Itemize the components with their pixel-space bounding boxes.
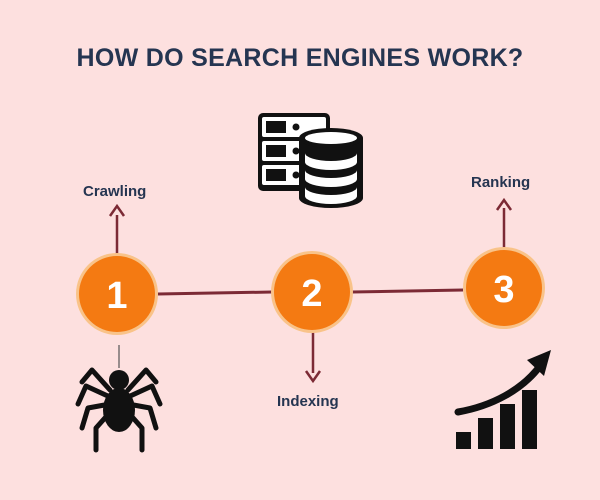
step-3-number: 3 (493, 269, 514, 311)
arrow-indexing-head (304, 370, 322, 384)
arrow-ranking-head (495, 197, 513, 211)
step-1-circle: 1 (76, 253, 158, 335)
step-1-number: 1 (106, 275, 127, 317)
arrow-crawling-head (108, 203, 126, 217)
connector-2-3 (351, 288, 464, 294)
spider-icon (75, 345, 163, 453)
page-title: HOW DO SEARCH ENGINES WORK? (76, 44, 524, 72)
connector-1-2 (157, 290, 273, 296)
step-1-label: Crawling (83, 183, 147, 200)
growth-chart-icon (454, 350, 551, 449)
step-2-circle: 2 (271, 251, 353, 333)
step-2-number: 2 (301, 273, 322, 315)
step-3-label: Ranking (471, 174, 531, 191)
step-3-circle: 3 (463, 247, 545, 329)
database-server-icon (258, 113, 363, 208)
step-2-label: Indexing (277, 393, 339, 410)
